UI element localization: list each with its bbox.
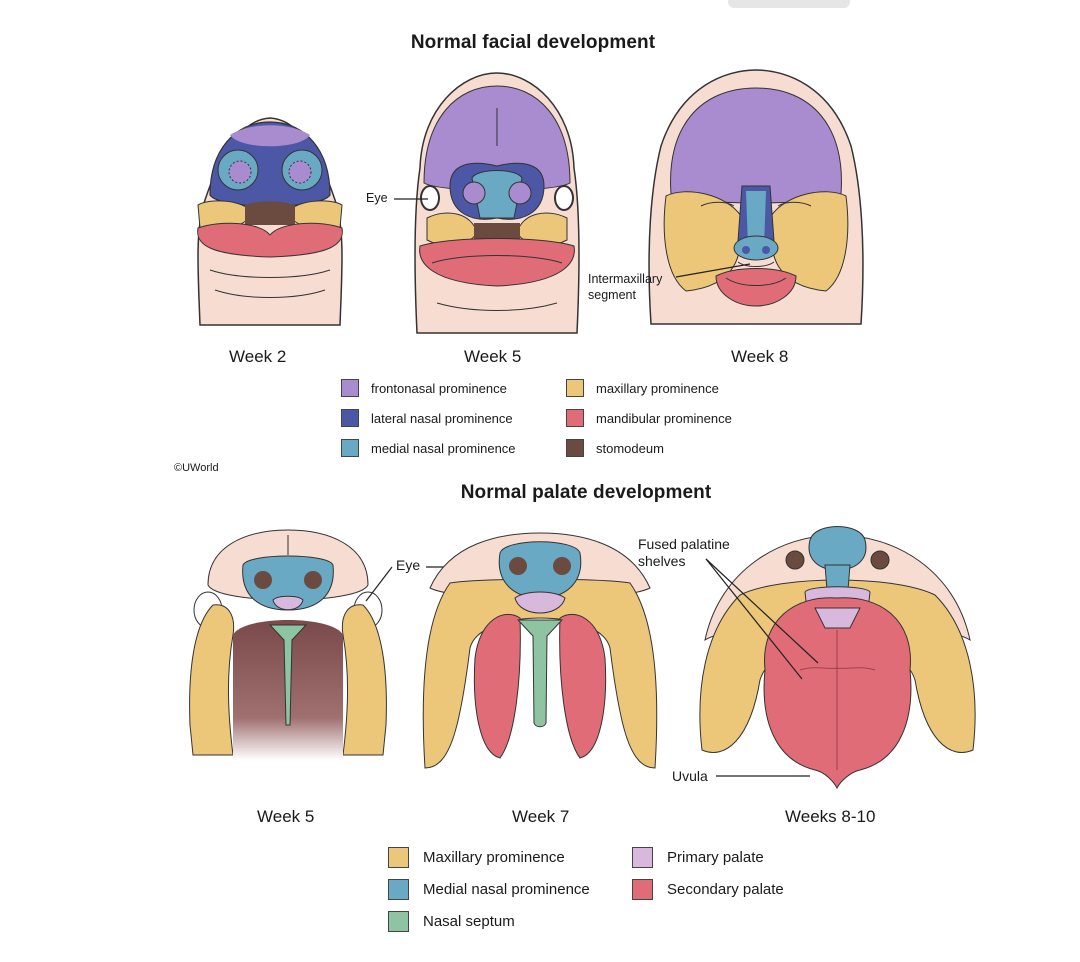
caption-week2: Week 2: [229, 347, 287, 366]
top-scroll-tab: [728, 0, 850, 8]
legend-label: Primary palate: [667, 848, 764, 866]
legend-label: frontonasal prominence: [371, 380, 507, 396]
legend-palate-medial-nasal: Medial nasal prominence: [388, 878, 590, 900]
legend-label: mandibular prominence: [596, 410, 732, 426]
fused-palatine-shelves-label: Fused palatine shelves: [638, 536, 730, 569]
legend-swatch: [632, 878, 653, 900]
eye-label-palate: Eye: [396, 557, 421, 573]
legend-maxillary: maxillary prominence: [566, 377, 719, 399]
legend-label: Nasal septum: [423, 912, 515, 930]
intermaxillary-leader-line: [675, 263, 751, 278]
fused-shelves-leader-lines: [705, 558, 819, 680]
uvula-label: Uvula: [672, 768, 708, 784]
caption-palate-week7: Week 7: [512, 807, 570, 826]
legend-swatch: [566, 409, 584, 427]
palate-development-title: Normal palate development: [460, 482, 712, 503]
legend-frontonasal: frontonasal prominence: [341, 377, 507, 399]
legend-swatch: [566, 439, 584, 457]
legend-swatch: [341, 409, 359, 427]
caption-week5: Week 5: [464, 347, 522, 366]
palate-week7-illustration: [422, 532, 658, 769]
legend-palate-secondary: Secondary palate: [632, 878, 784, 900]
legend-label: lateral nasal prominence: [371, 410, 513, 426]
legend-medial-nasal: medial nasal prominence: [341, 437, 516, 459]
legend-mandibular: mandibular prominence: [566, 407, 732, 429]
caption-palate-week8-10: Weeks 8-10: [785, 807, 876, 826]
week2-face-illustration: [197, 117, 343, 326]
legend-palate-maxillary: Maxillary prominence: [388, 846, 565, 868]
legend-swatch: [388, 878, 409, 900]
legend-swatch: [341, 379, 359, 397]
legend-label: maxillary prominence: [596, 380, 719, 396]
legend-label: Maxillary prominence: [423, 848, 565, 866]
intermaxillary-segment-label: Intermaxillary segment: [588, 272, 663, 302]
eye-label: Eye: [366, 191, 388, 205]
legend-label: medial nasal prominence: [371, 440, 516, 456]
legend-palate-primary: Primary palate: [632, 846, 764, 868]
uvula-leader-line: [716, 775, 810, 777]
caption-palate-week5: Week 5: [257, 807, 315, 826]
facial-development-title: Normal facial development: [410, 32, 656, 53]
eye-leader-line: [394, 198, 428, 200]
palate-week8-10-illustration: [699, 526, 976, 790]
week8-face-illustration: [648, 69, 864, 325]
copyright-text: ©UWorld: [174, 462, 219, 474]
legend-lateral-nasal: lateral nasal prominence: [341, 407, 513, 429]
legend-swatch: [388, 910, 409, 932]
legend-swatch: [566, 379, 584, 397]
caption-week8: Week 8: [731, 347, 789, 366]
legend-swatch: [632, 846, 653, 868]
legend-swatch: [388, 846, 409, 868]
legend-label: stomodeum: [596, 440, 664, 456]
legend-swatch: [341, 439, 359, 457]
week5-face-illustration: [414, 72, 580, 334]
legend-stomodeum: stomodeum: [566, 437, 664, 459]
legend-label: Secondary palate: [667, 880, 784, 898]
palate-week5-illustration: [189, 529, 387, 760]
legend-label: Medial nasal prominence: [423, 880, 590, 898]
legend-palate-nasal-septum: Nasal septum: [388, 910, 515, 932]
